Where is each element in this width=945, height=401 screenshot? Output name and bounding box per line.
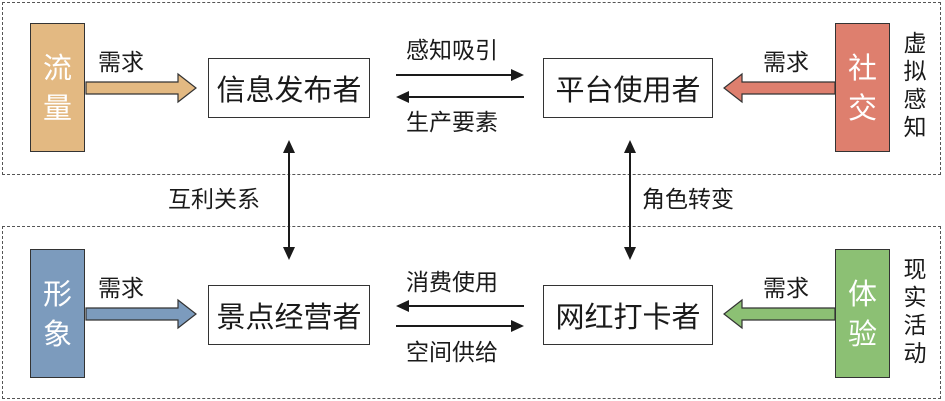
real-activity-label: 现实活动 — [900, 256, 930, 368]
role-shift-label: 角色转变 — [642, 187, 734, 213]
production-factors-label: 生产要素 — [406, 110, 498, 136]
vertical-char: 现 — [903, 257, 927, 283]
vertical-char: 形 — [42, 276, 72, 311]
image-box: 形象 — [30, 249, 85, 378]
traffic-need-label: 需求 — [98, 50, 144, 76]
top-region-virtual — [2, 2, 941, 175]
vertical-char: 活 — [903, 313, 927, 339]
vertical-char: 虚 — [903, 31, 927, 57]
vertical-char: 验 — [847, 316, 877, 351]
block-arrow-traffic — [85, 72, 197, 104]
experience-box-label: 体验 — [848, 274, 877, 354]
platform-user-node: 平台使用者 — [543, 58, 713, 118]
social-need-label: 需求 — [763, 50, 809, 76]
consumption-use-label: 消费使用 — [406, 270, 498, 296]
block-arrow-social — [723, 72, 836, 104]
arrow-consumption-use — [396, 300, 524, 312]
space-supply-label: 空间供给 — [406, 340, 498, 366]
vertical-char: 拟 — [903, 59, 927, 85]
checkin-node: 网红打卡者 — [543, 285, 713, 345]
arrow-space-supply — [396, 320, 524, 332]
vertical-char: 知 — [903, 115, 927, 141]
vertical-char: 社 — [847, 50, 877, 85]
perception-attraction-label: 感知吸引 — [406, 38, 498, 64]
bottom-region-reality — [2, 226, 941, 399]
vertical-char: 交 — [847, 90, 877, 125]
virtual-perception-label: 虚拟感知 — [900, 30, 930, 142]
image-need-label: 需求 — [98, 276, 144, 302]
double-arrow-mutual-benefit — [283, 140, 295, 260]
image-box-label: 形象 — [43, 274, 72, 354]
vertical-char: 象 — [42, 316, 72, 351]
social-box: 社交 — [835, 23, 890, 152]
arrow-perception-attraction — [396, 69, 524, 81]
experience-need-label: 需求 — [763, 276, 809, 302]
vertical-char: 实 — [903, 285, 927, 311]
mutual-benefit-label: 互利关系 — [168, 187, 260, 213]
traffic-box-label: 流量 — [43, 48, 72, 128]
operator-node: 景点经营者 — [208, 285, 370, 345]
vertical-char: 流 — [42, 50, 72, 85]
social-box-label: 社交 — [848, 48, 877, 128]
vertical-char: 体 — [847, 276, 877, 311]
vertical-char: 动 — [903, 341, 927, 367]
block-arrow-experience — [723, 298, 836, 330]
experience-box: 体验 — [835, 249, 890, 378]
traffic-box: 流量 — [30, 23, 85, 152]
vertical-char: 量 — [42, 90, 72, 125]
double-arrow-role-shift — [624, 140, 636, 260]
block-arrow-image — [85, 298, 197, 330]
arrow-production-factors — [396, 91, 524, 103]
publisher-node: 信息发布者 — [208, 58, 370, 118]
vertical-char: 感 — [903, 87, 927, 113]
